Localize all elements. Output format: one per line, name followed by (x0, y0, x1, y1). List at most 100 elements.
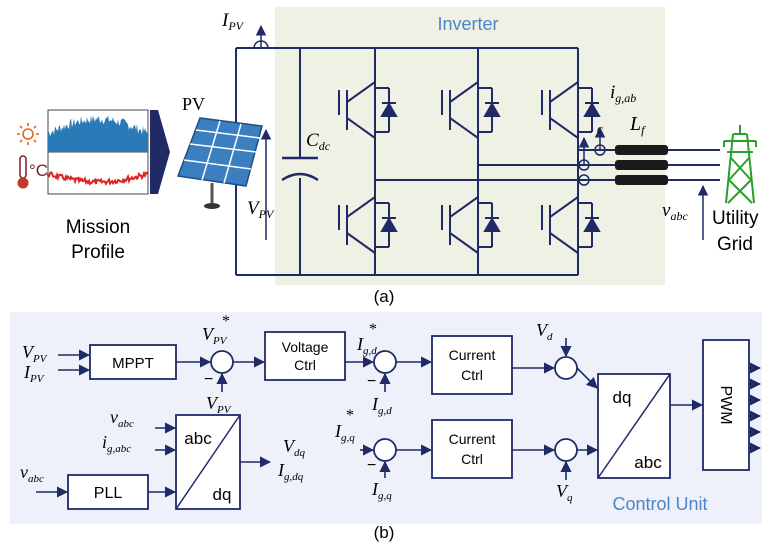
pv-panel-icon (176, 117, 263, 209)
caption-a: (a) (374, 287, 395, 306)
control-connections (36, 338, 762, 498)
svg-text:VPV: VPV (22, 342, 48, 365)
current-ctrl-q-label-1: Current (449, 431, 496, 447)
inverter-leg (441, 48, 501, 275)
ipv-in-sub: PV (29, 373, 45, 385)
svg-text:Vq: Vq (556, 481, 573, 504)
ipv-in-label: I (23, 362, 31, 382)
cdc-label: C (306, 130, 319, 151)
mission-profile-plot (47, 109, 149, 195)
voltage-ctrl-label-1: Voltage (282, 339, 329, 355)
grid-label-1: Utility (712, 208, 759, 229)
igq-fb-sub: g,q (378, 490, 392, 502)
abc-dq-abc-label: abc (184, 429, 212, 448)
cdc-sub: dc (319, 139, 331, 153)
svg-text:IPV: IPV (23, 362, 45, 385)
igbt-switch (441, 196, 501, 254)
igd-ref-label: I (356, 334, 364, 354)
inverter-legs (338, 48, 601, 275)
svg-text:Ig,q: Ig,q (334, 421, 355, 444)
vabc-b-sub: abc (28, 473, 44, 485)
control-title: Control Unit (612, 494, 707, 514)
lf-sub: f (641, 123, 646, 137)
vpv-fb-label: V (206, 393, 219, 413)
vpv-ref-star: * (222, 313, 230, 330)
thermometer-icon: °C (17, 155, 48, 189)
igab-label: i (610, 82, 615, 103)
svg-text:ig,abc: ig,abc (102, 432, 131, 455)
igbt-switch (338, 196, 398, 254)
dc-bus (235, 47, 578, 276)
vpv-in-sub: PV (32, 353, 48, 365)
mission-profile-arrow (150, 110, 170, 194)
igd-ref-star: * (369, 321, 377, 338)
igd-fb-minus: − (367, 373, 376, 390)
vabc-label: v (662, 200, 671, 221)
phase-wires (375, 149, 720, 181)
svg-text:vabc: vabc (110, 407, 134, 430)
dq-abc-dq-label: dq (613, 388, 632, 407)
phase-c-label: c (597, 121, 603, 136)
pll-label: PLL (94, 485, 123, 502)
igq-ref-star: * (346, 407, 354, 424)
svg-text:vabc: vabc (20, 462, 44, 485)
svg-text:°C: °C (29, 161, 48, 180)
grid-label-2: Grid (717, 234, 753, 255)
vd-sub: d (547, 331, 553, 343)
svg-text:Lf: Lf (629, 113, 646, 137)
dq-abc-diagonal (597, 373, 671, 479)
vabc-b-label: v (20, 462, 28, 482)
vpv-in-label: V (22, 342, 35, 362)
svg-text:Vd: Vd (536, 320, 553, 343)
ipv-sensor (253, 24, 269, 49)
abc-dq-diagonal (175, 414, 241, 510)
vdq-label: V (283, 436, 296, 456)
vq-label: V (556, 481, 569, 501)
igbt-switch (541, 196, 601, 254)
pv-label: PV (182, 94, 205, 114)
igdq-sub: g,dq (284, 471, 304, 483)
svg-text:IPV: IPV (221, 10, 245, 33)
vq-sub: q (567, 492, 573, 504)
sun-icon (17, 123, 39, 145)
svg-text:Vdq: Vdq (283, 436, 306, 459)
igabc-sub: g,abc (107, 443, 131, 455)
svg-text:Cdc: Cdc (306, 130, 331, 153)
igdq-label: I (277, 460, 285, 480)
vdq-sub: dq (294, 447, 306, 459)
current-ctrl-d-label-2: Ctrl (461, 367, 483, 383)
svg-text:Ig,d: Ig,d (371, 394, 392, 417)
svg-text:VPV: VPV (202, 324, 228, 347)
lf-label: L (629, 113, 641, 135)
igbt-switch (441, 81, 501, 139)
inverter-leg (541, 48, 601, 275)
phase-current-sensors (578, 126, 606, 186)
svg-text:VPV: VPV (247, 198, 275, 221)
vpv-sub: PV (258, 207, 275, 221)
grid-tower-icon (723, 125, 757, 204)
current-ctrl-q-label-2: Ctrl (461, 451, 483, 467)
igabc-label: i (102, 432, 107, 452)
vpv-fb-sub: PV (216, 404, 232, 416)
igq-ref-label: I (334, 421, 342, 441)
caption-b: (b) (374, 523, 395, 542)
igq-fb-label: I (371, 479, 379, 499)
svg-text:Ig,dq: Ig,dq (277, 460, 304, 483)
vpv-fb-minus: − (204, 371, 213, 388)
igab-sub: g,ab (615, 91, 636, 105)
svg-text:ig,ab: ig,ab (610, 82, 636, 105)
mission-label-1: Mission (66, 217, 130, 238)
igq-fb-minus: − (367, 457, 376, 474)
svg-text:Ig,q: Ig,q (371, 479, 392, 502)
filter-inductors (615, 145, 668, 185)
dq-abc-abc-label: abc (634, 453, 662, 472)
vpv-ref-label: V (202, 324, 215, 344)
igd-ref-sub: g,d (363, 345, 377, 357)
vabc-sub: abc (670, 209, 688, 223)
ipv-sub: PV (227, 19, 244, 33)
pwm-label: PWM (717, 385, 734, 424)
voltage-ctrl-label-2: Ctrl (294, 357, 316, 373)
igbt-switch (541, 81, 601, 139)
